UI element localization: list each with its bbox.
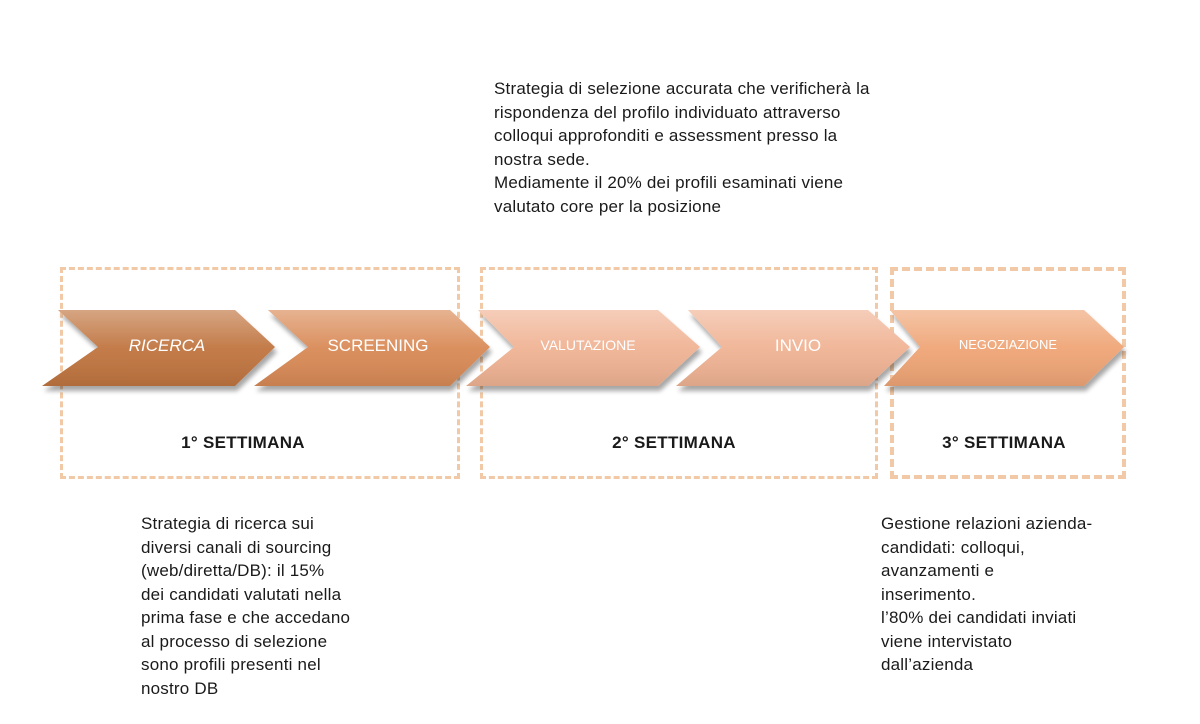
note-line: l’80% dei candidati inviati	[881, 608, 1077, 627]
relationship-management-note: Gestione relazioni azienda- candidati: c…	[881, 512, 1121, 677]
step-ricerca: RICERCA	[42, 310, 275, 386]
note-line: rispondenza del profilo individuato attr…	[494, 102, 841, 122]
chevron-gloss	[884, 310, 1124, 386]
step-label-ricerca: RICERCA	[129, 336, 206, 355]
note-line: sono profili presenti nel	[141, 655, 321, 674]
week-3-box	[890, 267, 1126, 479]
chevron-gloss	[254, 310, 490, 386]
note-line: al processo di selezione	[141, 631, 328, 651]
chevron-gloss	[676, 310, 910, 386]
step-label-negoziazione: NEGOZIAZIONE	[959, 337, 1058, 352]
step-valutazione: VALUTAZIONE	[466, 310, 700, 386]
note-line: valutato core per la posizione	[494, 196, 722, 216]
step-invio: INVIO	[676, 310, 910, 386]
week-2-label: 2° SETTIMANA	[612, 433, 736, 452]
note-line: dei candidati valutati nella	[141, 584, 342, 604]
note-line: nostro DB	[141, 678, 219, 698]
step-label-screening: SCREENING	[327, 336, 428, 355]
step-label-valutazione: VALUTAZIONE	[540, 337, 635, 353]
step-screening: SCREENING	[254, 310, 490, 386]
week-3-label: 3° SETTIMANA	[942, 433, 1066, 452]
note-line: Mediamente il 20% dei profili esaminati …	[494, 173, 844, 192]
research-strategy-note: Strategia di ricerca sui diversi canali …	[141, 512, 377, 700]
note-line: diversi canali di sourcing	[141, 537, 332, 557]
note-line: (web/diretta/DB): il 15%	[141, 561, 325, 580]
chevron-gloss	[466, 310, 700, 386]
note-line: Strategia di ricerca sui	[141, 514, 314, 533]
note-line: prima fase e che accedano	[141, 608, 351, 627]
note-line: avanzamenti e	[881, 561, 995, 580]
selection-strategy-note: Strategia di selezione accurata che veri…	[494, 77, 910, 218]
step-negoziazione: NEGOZIAZIONE	[884, 310, 1124, 386]
note-line: viene intervistato	[881, 631, 1013, 651]
note-line: Gestione relazioni azienda-	[881, 514, 1093, 533]
chevron-gloss	[42, 310, 275, 386]
note-line: nostra sede.	[494, 149, 590, 169]
note-line: Strategia di selezione accurata che veri…	[494, 79, 870, 98]
note-line: candidati: colloqui,	[881, 537, 1025, 557]
note-line: dall’azienda	[881, 655, 974, 674]
week-1-label: 1° SETTIMANA	[181, 433, 305, 452]
note-line: inserimento.	[881, 584, 976, 604]
step-label-invio: INVIO	[775, 336, 821, 355]
note-line: colloqui approfonditi e assessment press…	[494, 126, 838, 145]
